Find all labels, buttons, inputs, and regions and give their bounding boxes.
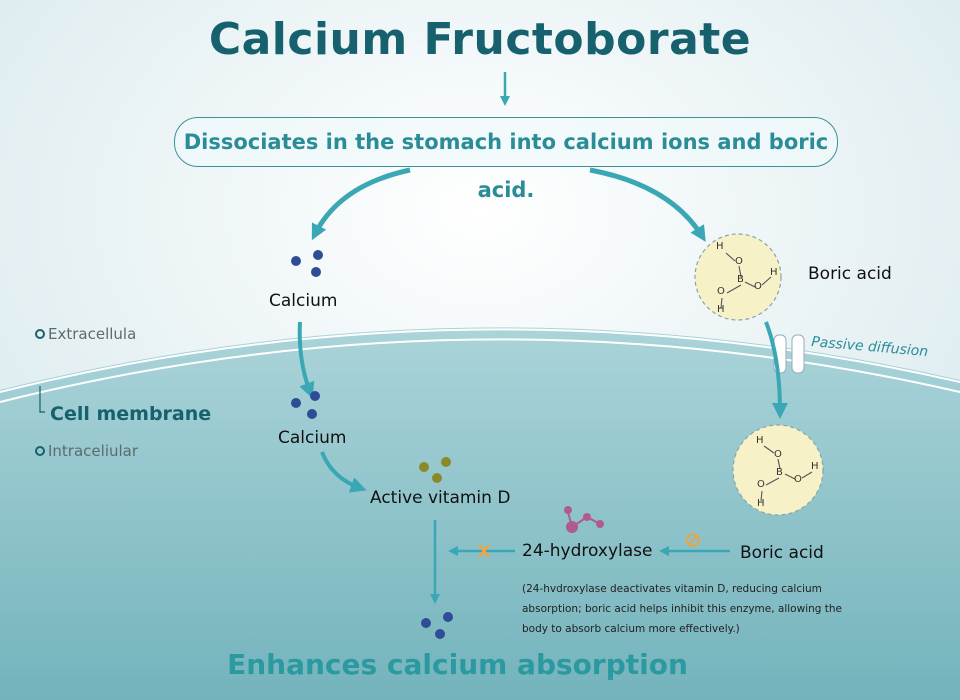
atom-h-4: H [756,435,764,446]
active-vitamin-d-label: Active vitamin D [370,488,511,508]
vitamin-d-icon [419,457,451,483]
intracellular-label: Intraceliular [48,442,139,460]
cell-membrane-label: Cell membrane [50,403,212,425]
calcium-ions-final [421,612,453,639]
enzyme-molecule-icon [564,506,604,533]
arrow-calcium-to-vitamin-d [320,451,367,493]
explanation-note: (24-hvdroxylase deactivates vitamin D, r… [522,583,842,635]
boric-acid-label-bottom: Boric acid [740,543,824,563]
cell-membrane-pointer [39,386,45,413]
result-heading: Enhances calcium absorption [227,648,688,681]
calcium-ions-middle [291,391,320,419]
atom-h-3: H [770,267,778,278]
calcium-ions-top [291,250,323,277]
atom-o-6: O [794,474,802,485]
boric-acid-molecule-bottom [732,424,824,516]
inhibit-icon [686,533,700,547]
atom-h-6: H [811,461,819,472]
blocked-cross-icon [478,544,490,558]
boric-acid-label-top: Boric acid [808,264,892,284]
intracellular-region [0,327,960,700]
calcium-label-middle: Calcium [278,428,347,448]
enzyme-label: 24-hydroxylase [522,541,653,561]
atom-o-3: O [754,281,762,292]
boric-acid-molecule-top [694,233,782,321]
arrow-to-calcium [311,167,411,241]
atom-h-5: H [757,498,765,509]
atom-b-1: B [737,274,744,285]
arrow-calcium-into-cell [297,321,315,399]
atom-h-2: H [717,304,725,315]
atom-o-4: O [774,449,782,460]
intracellular-marker-icon [35,446,45,456]
dissociation-text: Dissociates in the stomach into calcium … [183,130,829,202]
atom-h-1: H [716,241,724,252]
extracellular-label: Extracellula [48,325,137,343]
cell-membrane-outer [0,328,960,393]
atom-o-1: O [735,256,743,267]
atom-b-2: B [776,467,783,478]
calcium-label-top: Calcium [269,291,338,311]
arrow-boric-acid-diffusion [764,321,788,419]
extracellular-marker-icon [35,329,45,339]
page-title: Calcium Fructoborate [208,14,752,65]
arrow-to-boric-acid [589,167,706,242]
atom-o-2: O [717,286,725,297]
atom-o-5: O [757,479,765,490]
cell-membrane-inner [0,338,960,403]
dissociation-box: Dissociates in the stomach into calcium … [174,117,838,202]
